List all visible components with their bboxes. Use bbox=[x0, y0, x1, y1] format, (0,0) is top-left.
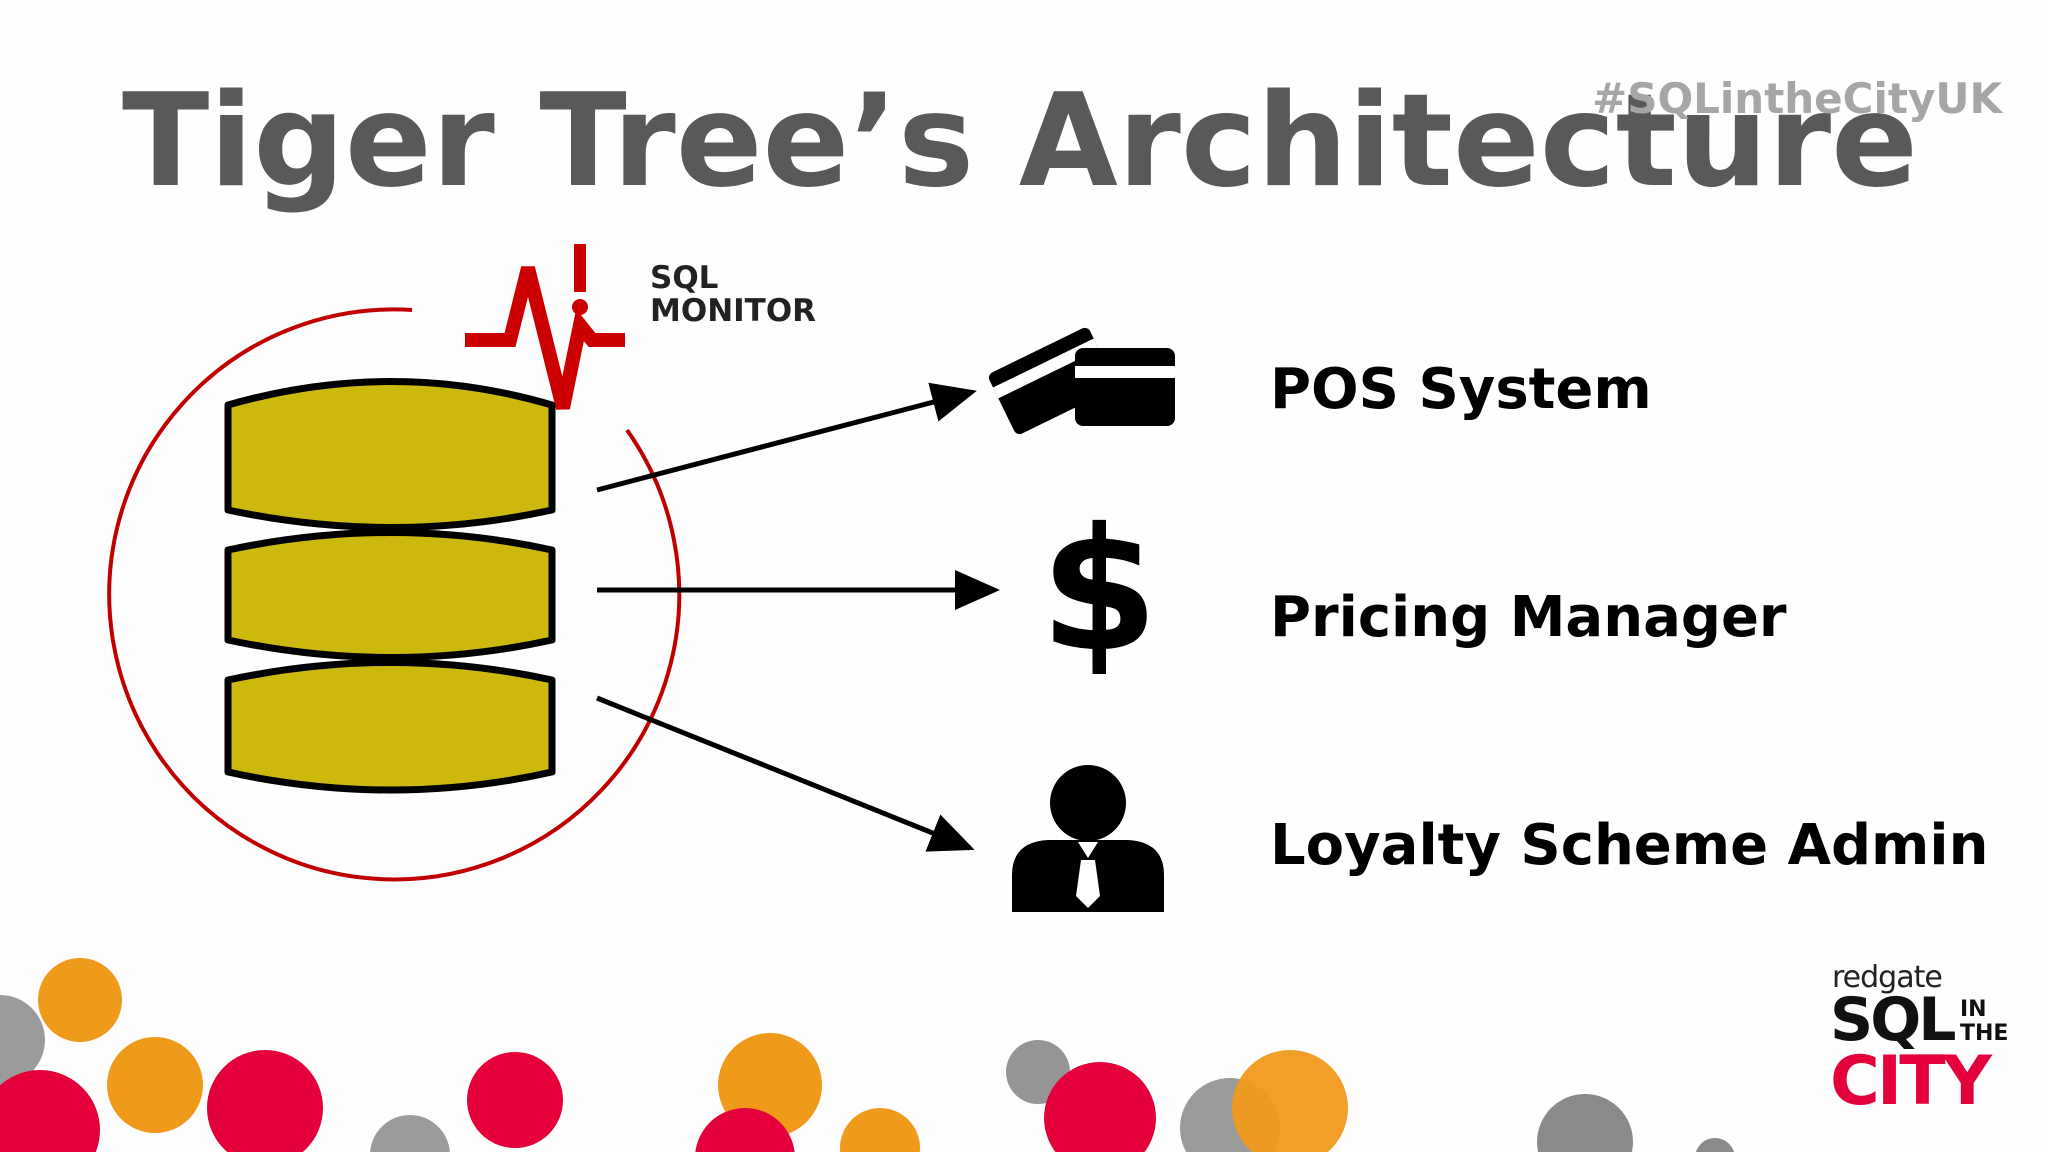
sql-monitor-label-line2: MONITOR bbox=[650, 293, 817, 329]
alert-bar-icon bbox=[574, 244, 586, 292]
database-icon bbox=[224, 378, 556, 794]
credit-card-icon bbox=[988, 327, 1175, 435]
arrow-to-loyalty bbox=[596, 695, 975, 852]
pos-system-label: POS System bbox=[1270, 357, 1652, 422]
decorative-shapes bbox=[0, 958, 1735, 1152]
brand-the: THE bbox=[1960, 1021, 2009, 1046]
brand-city: CITY bbox=[1830, 1042, 1992, 1121]
arrow-to-pos bbox=[596, 382, 977, 493]
brand-sql: SQL bbox=[1830, 985, 1956, 1055]
sql-monitor-label-line1: SQL bbox=[650, 260, 719, 296]
redgate-sql-in-the-city-logo: redgate SQL IN THE CITY bbox=[1790, 960, 2008, 1121]
monitor-ring bbox=[107, 307, 682, 882]
sql-monitor-label: SQL MONITOR bbox=[650, 262, 816, 328]
slide-title: Tiger Tree’s Architecture bbox=[122, 67, 1918, 216]
sql-monitor-logo bbox=[465, 244, 625, 410]
dollar-icon: $ bbox=[1040, 492, 1159, 690]
brand-company: redgate bbox=[1832, 960, 1943, 995]
heartbeat-icon bbox=[465, 266, 625, 410]
pricing-manager-label: Pricing Manager bbox=[1270, 585, 1787, 650]
brand-in-the: IN THE bbox=[1960, 998, 2008, 1046]
brand-in: IN bbox=[1960, 997, 1987, 1022]
hashtag: #SQLintheCityUK bbox=[1592, 74, 2002, 123]
alert-dot-icon bbox=[572, 299, 588, 315]
person-icon bbox=[1012, 765, 1164, 912]
loyalty-scheme-admin-label: Loyalty Scheme Admin bbox=[1270, 813, 1989, 878]
